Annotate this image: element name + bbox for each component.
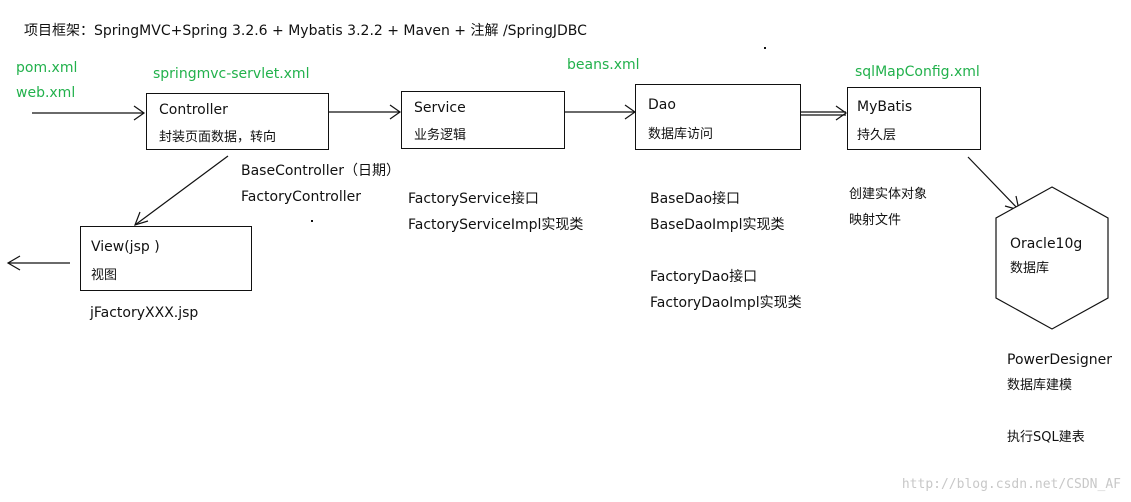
stray-dot bbox=[311, 220, 313, 222]
controller-node: Controller 封装页面数据，转向 bbox=[146, 93, 329, 150]
dao-note: FactoryDaoImpl实现类 bbox=[650, 295, 802, 311]
controller-to-view-arrow bbox=[134, 155, 229, 226]
web-xml-label: web.xml bbox=[16, 85, 76, 101]
service-note: FactoryServiceImpl实现类 bbox=[408, 217, 584, 233]
dao-note: BaseDaoImpl实现类 bbox=[650, 217, 785, 233]
dao-title: Dao bbox=[648, 97, 676, 113]
mybatis-node: MyBatis 持久层 bbox=[847, 87, 981, 150]
springmvc-servlet-xml-label: springmvc-servlet.xml bbox=[153, 66, 310, 82]
mybatis-note: 映射文件 bbox=[849, 213, 902, 228]
mybatis-desc: 持久层 bbox=[857, 128, 897, 143]
dao-note: BaseDao接口 bbox=[650, 191, 741, 207]
controller-note: BaseController（日期） bbox=[241, 163, 400, 179]
controller-title: Controller bbox=[159, 102, 228, 118]
dao-to-mybatis-arrowhead bbox=[835, 105, 848, 121]
stray-dot bbox=[764, 47, 766, 49]
oracle-note: PowerDesigner bbox=[1007, 352, 1113, 368]
mybatis-to-oracle-arrow bbox=[967, 156, 1020, 211]
mybatis-note: 创建实体对象 bbox=[849, 187, 928, 202]
mybatis-title: MyBatis bbox=[857, 99, 913, 115]
dao-node: Dao 数据库访问 bbox=[635, 84, 801, 150]
view-node: View(jsp ) 视图 bbox=[80, 226, 252, 291]
service-title: Service bbox=[414, 100, 466, 116]
sqlmapconfig-xml-label: sqlMapConfig.xml bbox=[855, 64, 980, 80]
entry-arrowhead bbox=[133, 105, 146, 121]
diagram-header: 项目框架：SpringMVC+Spring 3.2.6 + Mybatis 3.… bbox=[24, 23, 587, 39]
service-note: FactoryService接口 bbox=[408, 191, 539, 207]
service-desc: 业务逻辑 bbox=[414, 128, 467, 143]
watermark: http://blog.csdn.net/CSDN_AF bbox=[901, 477, 1121, 492]
oracle-note: 执行SQL建表 bbox=[1007, 430, 1085, 445]
dao-note: FactoryDao接口 bbox=[650, 269, 758, 285]
oracle-title: Oracle10g bbox=[1010, 236, 1083, 252]
view-title: View(jsp ) bbox=[91, 239, 160, 255]
view-desc: 视图 bbox=[91, 268, 118, 283]
oracle-note: 数据库建模 bbox=[1007, 378, 1073, 393]
controller-note: FactoryController bbox=[241, 189, 362, 205]
dao-desc: 数据库访问 bbox=[648, 127, 714, 142]
view-output-arrowhead bbox=[6, 255, 21, 271]
pom-xml-label: pom.xml bbox=[16, 60, 78, 76]
controller-to-view-arrowhead bbox=[133, 211, 149, 226]
controller-desc: 封装页面数据，转向 bbox=[159, 130, 277, 145]
view-note: jFactoryXXX.jsp bbox=[90, 305, 199, 321]
oracle-hexagon bbox=[995, 186, 1109, 330]
service-node: Service 业务逻辑 bbox=[401, 91, 565, 149]
beans-xml-label: beans.xml bbox=[567, 57, 640, 73]
controller-to-service-arrowhead bbox=[389, 104, 402, 120]
oracle-desc: 数据库 bbox=[1010, 261, 1050, 276]
